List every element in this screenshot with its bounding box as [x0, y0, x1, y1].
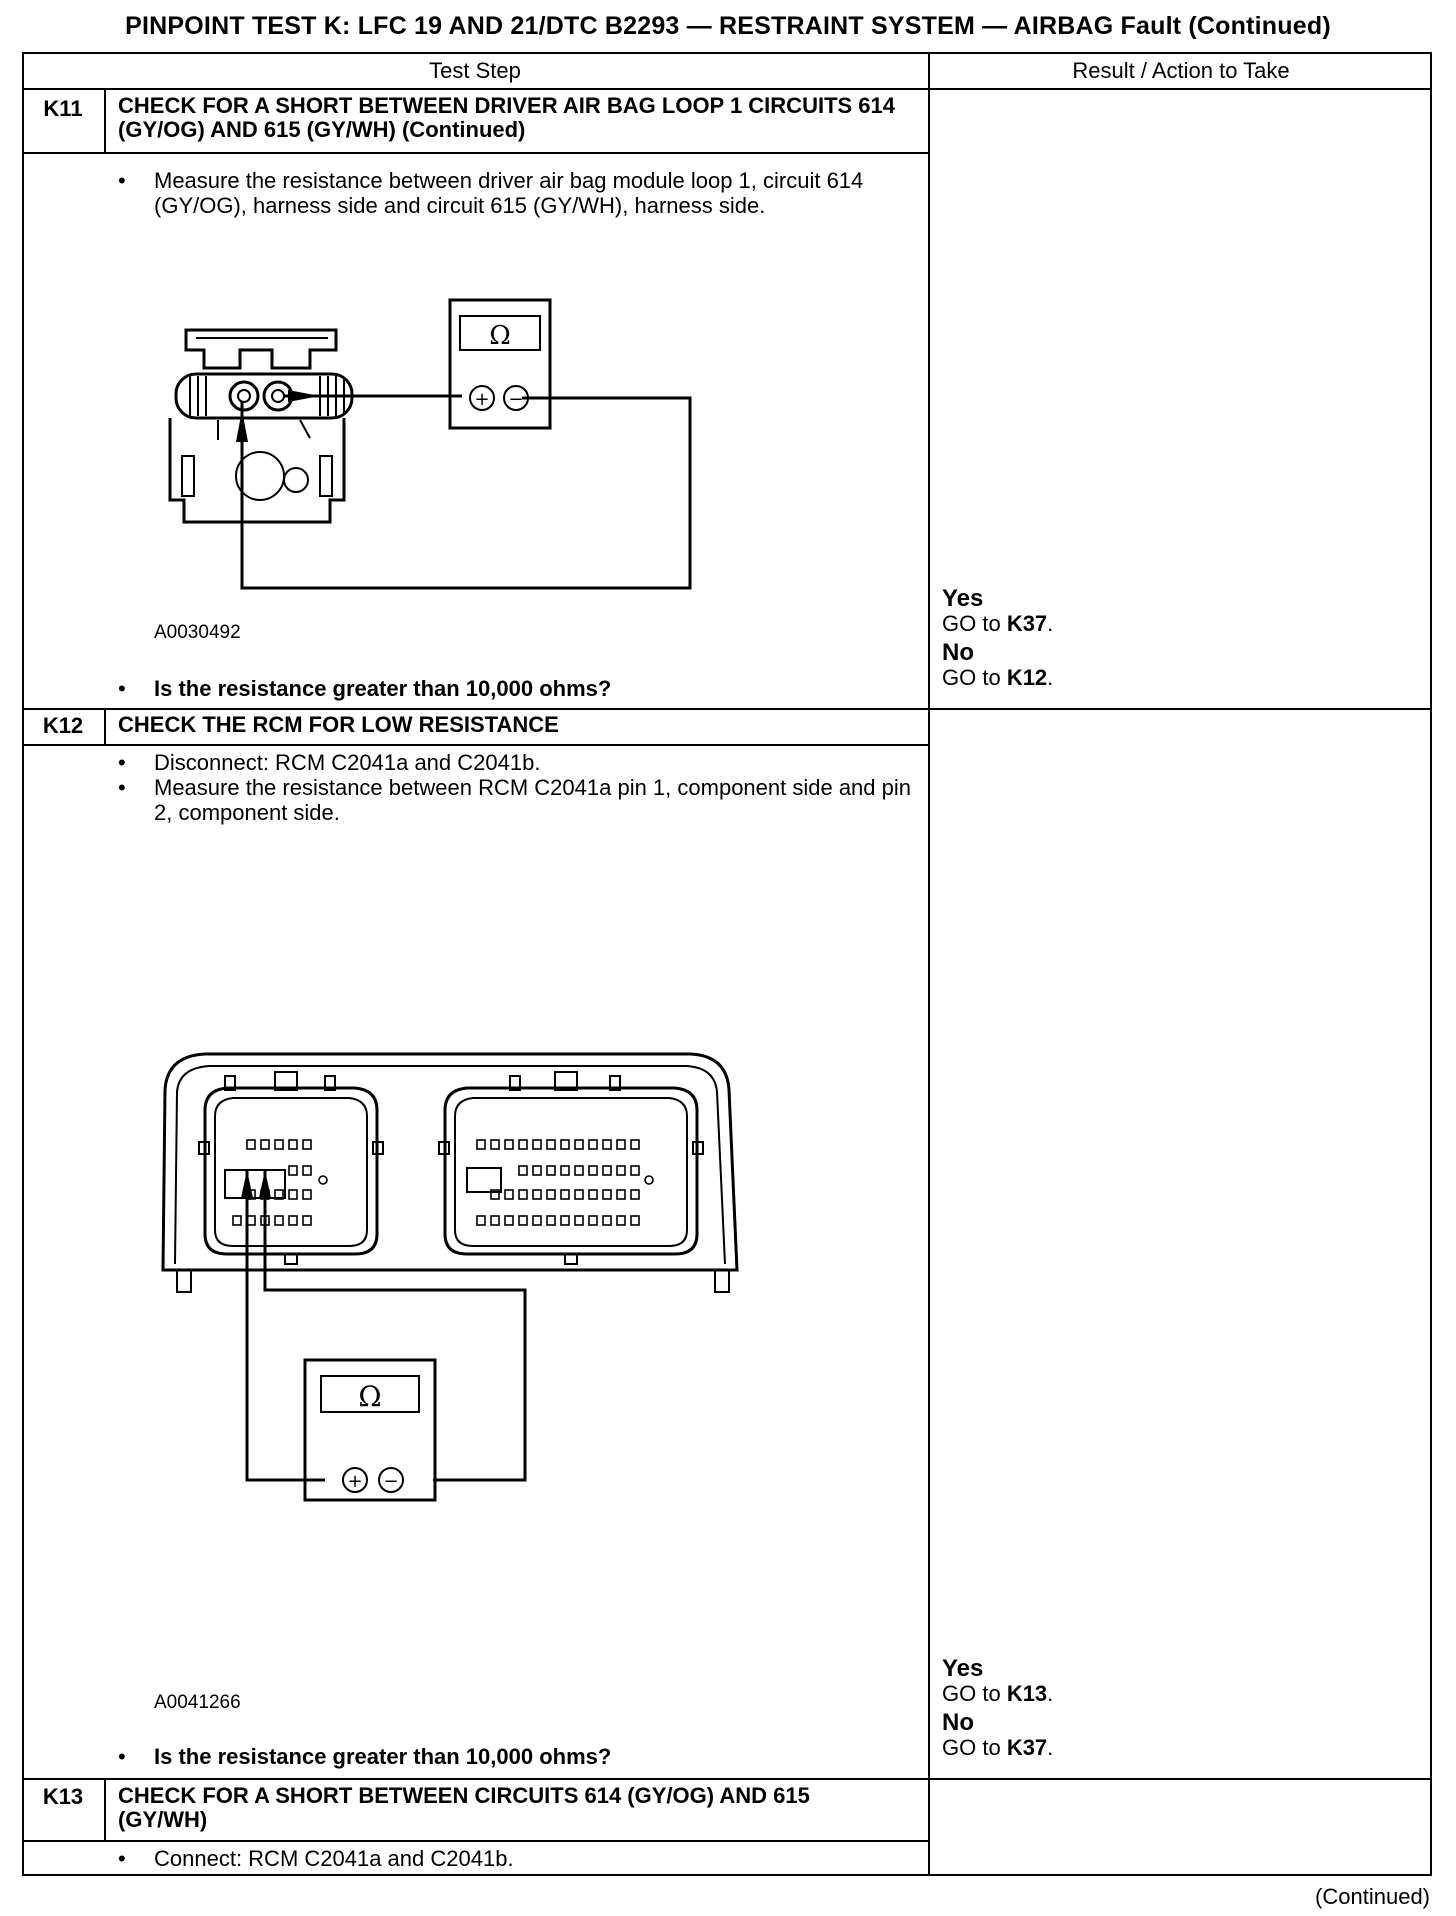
instruction-item: Measure the resistance between RCM C2041… [118, 775, 918, 825]
meter-minus-label: − [508, 389, 523, 410]
table-bottom-side [22, 1840, 24, 1876]
step-id-k12: K12 [42, 713, 84, 738]
step-instructions-k13: Connect: RCM C2041a and C2041b. [118, 1846, 918, 1871]
action-target-link[interactable]: K37 [1006, 611, 1048, 636]
step-instructions-k12: Disconnect: RCM C2041a and C2041b. Measu… [118, 750, 918, 825]
instruction-item: Connect: RCM C2041a and C2041b. [118, 1846, 918, 1871]
result-yes-label: Yes [942, 1655, 984, 1682]
table-bottom-rule [22, 1874, 928, 1876]
question-k11: Is the resistance greater than 10,000 oh… [118, 676, 611, 702]
action-target-link[interactable]: K37 [1006, 1735, 1048, 1760]
step-title-k12: CHECK THE RCM FOR LOW RESISTANCE [118, 712, 559, 737]
meter-plus-label: + [347, 1471, 362, 1492]
result-yes-action: GO to K13. [942, 1681, 1054, 1706]
action-text: GO to [942, 665, 1001, 690]
result-yes-action: GO to K37. [942, 611, 1054, 636]
result-no-action: GO to K37. [942, 1735, 1054, 1760]
result-no-action: GO to K12. [942, 665, 1054, 690]
step-id-divider [104, 708, 106, 744]
meter-minus-label: − [383, 1471, 398, 1492]
figure-id-k11: A0030492 [154, 622, 241, 643]
result-no-label: No [942, 1709, 974, 1736]
header-rule [22, 88, 1432, 90]
k11-wiring-diagram: Ω + − [168, 298, 692, 590]
column-header-test-step: Test Step [429, 58, 521, 83]
step-title-rule [22, 744, 928, 746]
question-k12: Is the resistance greater than 10,000 oh… [118, 1744, 611, 1770]
step-id-k11: K11 [43, 96, 83, 121]
step-id-divider [104, 88, 106, 152]
result-yes-label: Yes [942, 585, 984, 612]
action-text: GO to [942, 611, 1001, 636]
result-k11: Yes GO to K37. No GO to K12. [942, 586, 1053, 690]
step-separator [22, 708, 1432, 710]
step-id-divider [104, 1778, 106, 1840]
result-k12: Yes GO to K13. No GO to K37. [942, 1656, 1053, 1760]
result-no-label: No [942, 639, 974, 666]
action-text: GO to [942, 1735, 1001, 1760]
step-title-k11: CHECK FOR A SHORT BETWEEN DRIVER AIR BAG… [118, 93, 896, 142]
step-id-k13: K13 [42, 1784, 84, 1809]
step-instructions-k11: Measure the resistance between driver ai… [118, 168, 918, 218]
page-title: PINPOINT TEST K: LFC 19 AND 21/DTC B2293… [125, 12, 1331, 40]
step-separator [22, 1778, 1432, 1780]
column-divider [928, 52, 930, 1842]
step-title-rule [22, 1840, 928, 1842]
continued-note: (Continued) [1315, 1884, 1430, 1909]
action-target-link[interactable]: K13 [1006, 1681, 1048, 1706]
ohm-symbol: Ω [489, 321, 511, 351]
instruction-item: Disconnect: RCM C2041a and C2041b. [118, 750, 918, 775]
instruction-item: Measure the resistance between driver ai… [118, 168, 918, 218]
figure-id-k12: A0041266 [154, 1692, 241, 1713]
step-title-rule [22, 152, 928, 154]
action-target-link[interactable]: K12 [1006, 665, 1048, 690]
column-header-result-action: Result / Action to Take [1072, 58, 1290, 83]
table-bottom-side [928, 1840, 930, 1876]
action-text: GO to [942, 1681, 1001, 1706]
meter-plus-label: + [474, 389, 489, 410]
step-title-k13: CHECK FOR A SHORT BETWEEN CIRCUITS 614 (… [118, 1783, 810, 1832]
ohm-symbol: Ω [358, 1380, 381, 1413]
k12-wiring-diagram: Ω + − [161, 1052, 739, 1502]
